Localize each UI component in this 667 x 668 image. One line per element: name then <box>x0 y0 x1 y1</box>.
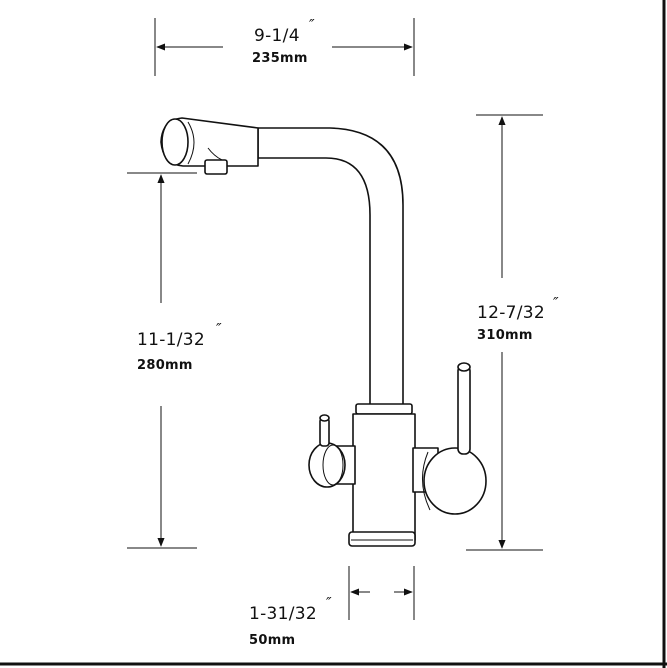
base-inch-mark: ″ <box>326 594 332 612</box>
mixer-handle-lever-top <box>457 362 471 372</box>
width-imperial-label: 9-1/4 <box>254 26 300 46</box>
mixer-handle-knob <box>423 447 487 515</box>
base-imperial-label: 1-31/32 <box>249 604 317 624</box>
spout-height-inch-mark: ″ <box>216 320 222 338</box>
faucet-illustration <box>160 117 487 547</box>
width-metric-label: 235mm <box>252 51 308 66</box>
filter-tap-knob-ring <box>322 444 344 486</box>
spout-height-metric-label: 280mm <box>137 358 193 373</box>
spout-outlet-opening <box>161 118 189 166</box>
width-dimension: 9-1/4 ″ 235mm <box>154 16 415 76</box>
base-metric-label: 50mm <box>249 633 295 648</box>
total-height-dimension: 12-7/32 ″ 310mm <box>466 114 559 551</box>
neck-collar <box>355 403 413 415</box>
total-height-inch-mark: ″ <box>553 294 559 312</box>
faucet-body <box>352 413 416 541</box>
spout-outlet-ring <box>187 121 195 165</box>
base-ring <box>348 531 416 547</box>
mixer-handle-lever <box>457 365 471 455</box>
filter-tap-lever-top <box>319 414 330 422</box>
filter-tap-lever <box>319 417 330 447</box>
mixer-handle-ring <box>422 451 431 511</box>
spout-height-dimension: 11-1/32 ″ 280mm <box>127 172 222 549</box>
total-height-metric-label: 310mm <box>477 328 533 343</box>
base-diameter-dimension: 1-31/32 ″ 50mm <box>249 566 415 648</box>
spout-aerator-button <box>204 159 228 175</box>
total-height-imperial-label: 12-7/32 <box>477 303 545 323</box>
spout-height-imperial-label: 11-1/32 <box>137 330 205 350</box>
faucet-spout <box>257 127 404 409</box>
width-inch-mark: ″ <box>309 16 315 34</box>
